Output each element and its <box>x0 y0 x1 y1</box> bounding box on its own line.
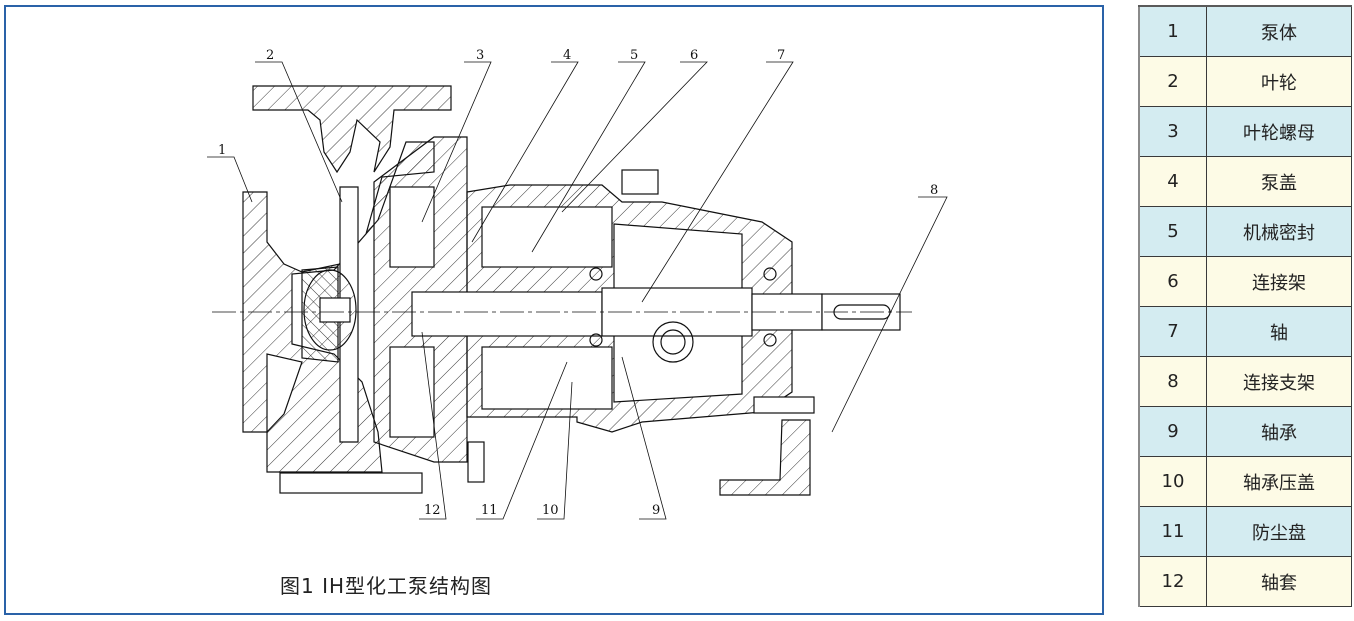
part-name: 轴承压盖 <box>1206 456 1352 507</box>
callout-10: 10 <box>542 503 559 518</box>
part-name: 轴套 <box>1206 556 1352 607</box>
part-name: 轴 <box>1206 306 1352 357</box>
part-name: 连接架 <box>1206 256 1352 307</box>
part-name: 连接支架 <box>1206 356 1352 407</box>
part-name: 泵体 <box>1206 5 1352 57</box>
part-number: 9 <box>1138 406 1207 457</box>
pump-body <box>242 85 452 494</box>
impeller <box>301 186 359 443</box>
part-number: 11 <box>1138 506 1207 557</box>
callout-6: 6 <box>690 48 698 63</box>
part-number: 3 <box>1138 106 1207 157</box>
callout-labels: 1 2 3 4 5 6 7 8 9 10 11 12 <box>218 48 938 518</box>
bearings <box>589 267 777 363</box>
pump-cross-section-drawing: 1 2 3 4 5 6 7 8 9 10 11 12 <box>207 48 948 520</box>
part-number: 2 <box>1138 56 1207 107</box>
part-number: 10 <box>1138 456 1207 507</box>
part-number: 7 <box>1138 306 1207 357</box>
callout-5: 5 <box>630 48 638 63</box>
figure-frame: 1 2 3 4 5 6 7 8 9 10 11 12 图1 IH型化工泵结构图 <box>4 5 1104 615</box>
figure-caption-wrap: 图1 IH型化工泵结构图 <box>6 570 1106 599</box>
part-number: 8 <box>1138 356 1207 407</box>
callout-2: 2 <box>266 48 274 63</box>
part-name: 叶轮螺母 <box>1206 106 1352 157</box>
part-name: 机械密封 <box>1206 206 1352 257</box>
callout-12: 12 <box>424 503 441 518</box>
callout-9: 9 <box>652 503 660 518</box>
part-number: 5 <box>1138 206 1207 257</box>
figure-caption: 图1 IH型化工泵结构图 <box>279 574 493 598</box>
callout-11: 11 <box>481 503 498 518</box>
part-name: 叶轮 <box>1206 56 1352 107</box>
callout-8: 8 <box>930 183 938 198</box>
callout-3: 3 <box>476 48 484 63</box>
leader-lines <box>207 61 948 520</box>
support-bracket <box>719 396 815 496</box>
part-number: 12 <box>1138 556 1207 607</box>
part-number: 6 <box>1138 256 1207 307</box>
part-number: 1 <box>1138 5 1207 57</box>
part-name: 泵盖 <box>1206 156 1352 207</box>
callout-7: 7 <box>777 48 785 63</box>
callout-1: 1 <box>218 143 226 158</box>
part-number: 4 <box>1138 156 1207 207</box>
part-name: 轴承 <box>1206 406 1352 457</box>
callout-4: 4 <box>563 48 571 63</box>
part-name: 防尘盘 <box>1206 506 1352 557</box>
